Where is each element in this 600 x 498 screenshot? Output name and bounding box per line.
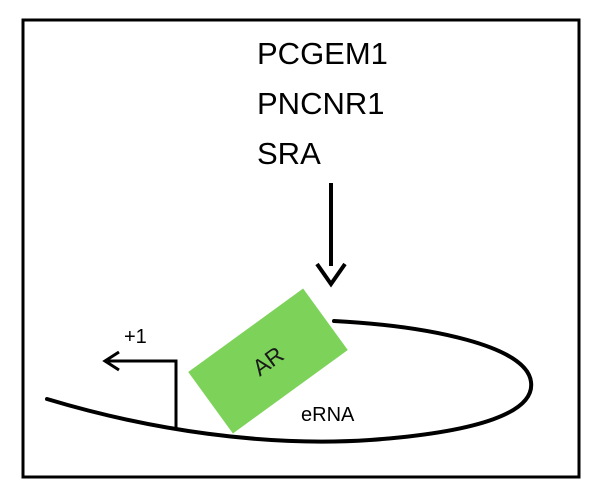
androgen-receptor-box — [188, 288, 348, 434]
figure-frame — [21, 18, 581, 479]
erna-label: eRNA — [301, 404, 355, 426]
tss-bent-arrow — [108, 359, 178, 428]
tss-label: +1 — [124, 326, 147, 348]
tss-arrowhead — [102, 350, 120, 372]
androgen-receptor: AR — [188, 288, 348, 434]
erna-loop — [45, 319, 534, 444]
lncrna-label-sra: SRA — [257, 136, 321, 171]
lncrna-binding-arrowhead — [315, 262, 347, 288]
lncrna-label-pcgem1: PCGEM1 — [257, 36, 388, 71]
lncrna-label-pncnr1: PNCNR1 — [257, 86, 384, 121]
